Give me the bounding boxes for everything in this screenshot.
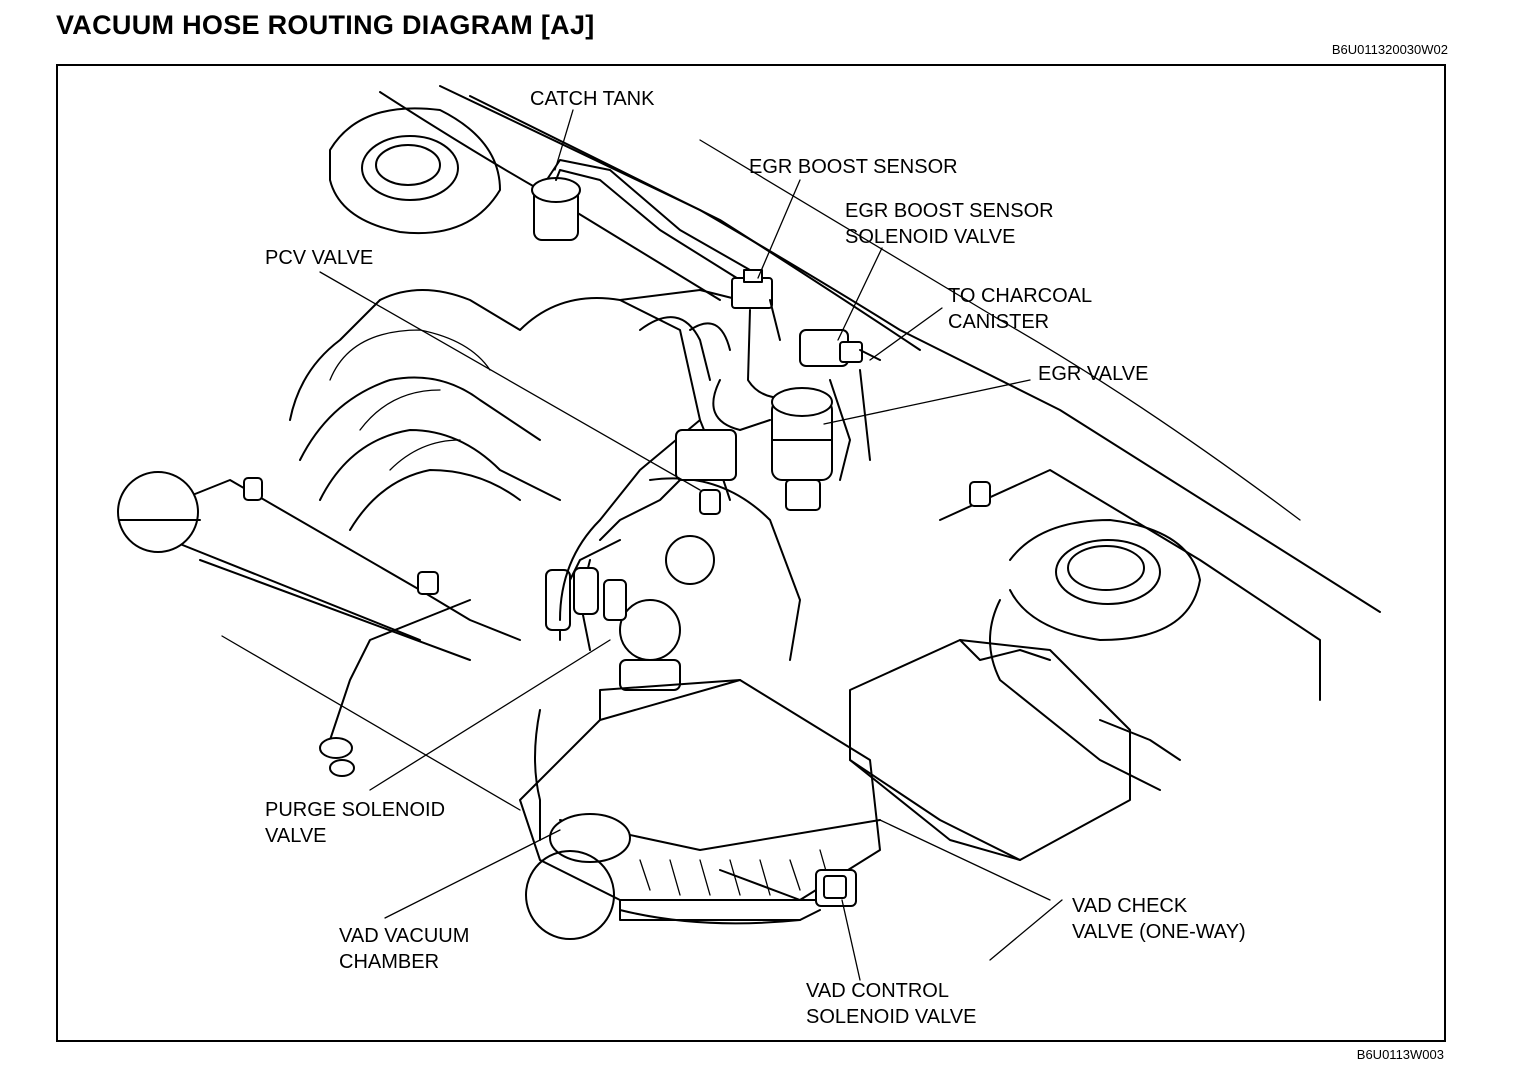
label-charcoal-line1: TO CHARCOAL [948,285,1093,307]
label-purge-line2: VALVE [265,825,327,847]
label-vad-check-line1: VAD CHECK [1072,895,1188,917]
label-vad-check-line2: VALVE (ONE-WAY) [1072,921,1246,943]
label-egr-boost-solenoid-line2: SOLENOID VALVE [845,226,1016,248]
figure-code-bottom: B6U0113W003 [1356,1047,1444,1062]
label-pcv-valve: PCV VALVE [265,247,374,269]
intake-manifold [169,289,741,661]
label-vad-check-valve: VAD CHECK VALVE (ONE-WAY) [1072,893,1246,945]
label-purge-solenoid: PURGE SOLENOID VALVE [265,797,445,849]
diagram-frame [56,64,1446,1042]
bolts [243,477,991,595]
purge-solenoid-valve [545,535,715,691]
label-egr-valve: EGR VALVE [1038,363,1149,385]
catch-tank [531,159,751,281]
figure-code-top: B6U011320030W02 [1331,42,1448,57]
right-strut-tower [939,469,1321,791]
leader-lines [221,109,1063,981]
label-catch-tank: CATCH TANK [530,88,655,110]
label-vad-vacuum-chamber: VAD VACUUM CHAMBER [339,923,469,975]
label-vad-control-solenoid: VAD CONTROL SOLENOID VALVE [806,978,976,1030]
vad-vacuum-chamber [525,850,615,940]
egr-boost-sensor [731,269,791,400]
vad-control-solenoid-valve [815,869,857,907]
throttle-body [559,429,801,661]
page-title: VACUUM HOSE ROUTING DIAGRAM [AJ] [56,10,595,40]
label-charcoal-line2: CANISTER [948,311,1050,333]
label-egr-boost-sensor: EGR BOOST SENSOR [749,156,958,178]
pcv-pipe [319,599,471,777]
label-vad-chamber-line2: CHAMBER [339,951,440,973]
label-egr-boost-solenoid-line1: EGR BOOST SENSOR [845,200,1054,222]
label-vad-control-line2: SOLENOID VALVE [806,1006,977,1028]
label-egr-boost-solenoid: EGR BOOST SENSOR SOLENOID VALVE [845,198,1054,250]
body-panel-lines [329,85,1381,613]
label-vad-control-line1: VAD CONTROL [806,980,949,1002]
egr-valve [771,387,833,511]
label-charcoal-canister: TO CHARCOAL CANISTER [948,283,1092,335]
label-purge-line1: PURGE SOLENOID [265,799,446,821]
label-vad-chamber-line1: VAD VACUUM [339,925,470,947]
fuse-box [849,639,1181,861]
egr-solenoid-valve [799,329,881,367]
oil-filler-cap [117,471,201,553]
